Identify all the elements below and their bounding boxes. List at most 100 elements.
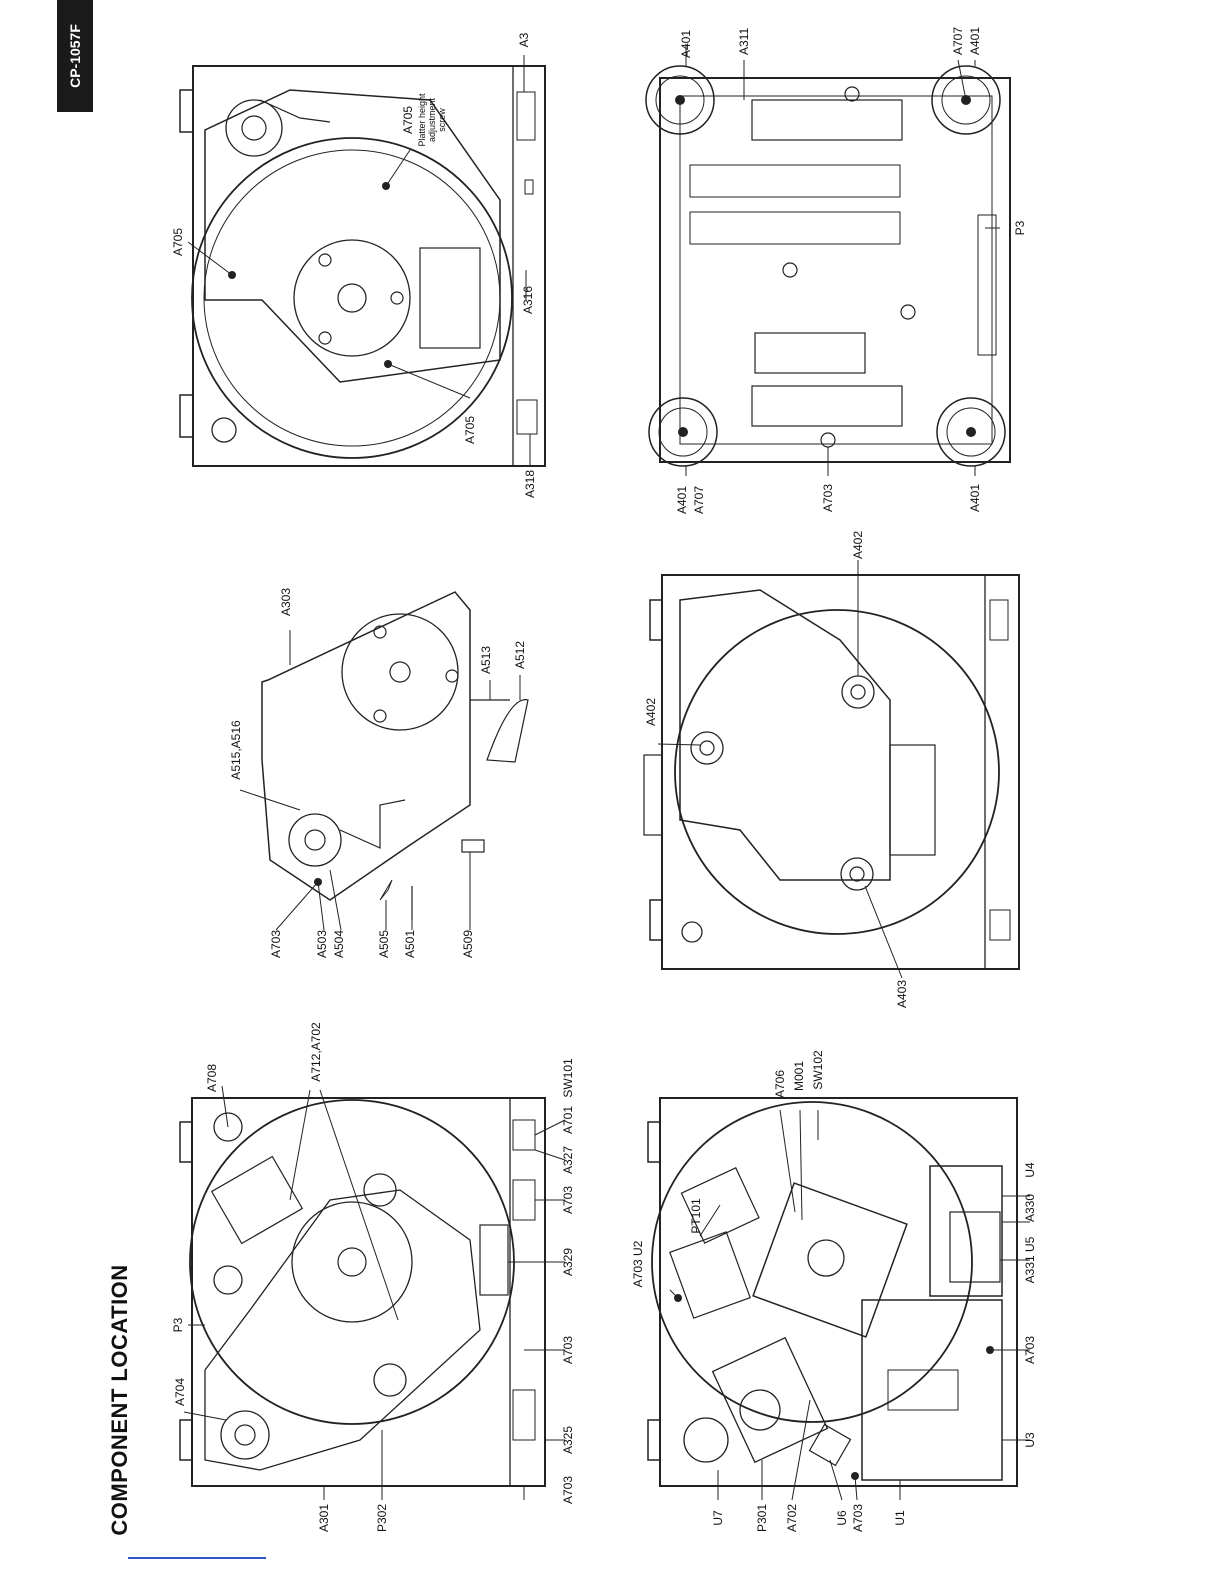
label: A316 — [521, 286, 535, 314]
cabinet-outline — [191, 1097, 546, 1487]
label: A318 — [523, 470, 537, 498]
label: PT101 — [689, 1198, 703, 1234]
switch — [989, 909, 1011, 941]
leader — [275, 881, 319, 931]
switch-a327 — [512, 1179, 536, 1221]
label: A707 — [692, 486, 706, 514]
leader — [319, 1089, 399, 1321]
base-screw — [900, 304, 916, 320]
cabinet-outline — [659, 1097, 1018, 1487]
platter-inner — [203, 149, 501, 447]
leader — [317, 881, 325, 931]
hub-ring — [291, 1201, 413, 1323]
leader — [957, 59, 967, 101]
label: A702 — [785, 1504, 799, 1532]
spindle-hub — [293, 239, 411, 357]
label: SW102 — [811, 1050, 825, 1090]
panel-slot — [751, 99, 903, 141]
tonearm-base — [288, 813, 342, 867]
hub-screw — [390, 291, 404, 305]
view-turntable-top: A705 A705 A705 A3 A316 A318 Platter heig… — [171, 32, 546, 498]
label: U7 — [711, 1510, 725, 1526]
tonearm-pivot — [241, 115, 267, 141]
label: A325 — [561, 1426, 575, 1454]
label: P3 — [171, 1317, 185, 1332]
label: A703 — [561, 1336, 575, 1364]
label: U1 — [893, 1510, 907, 1526]
label: A512 — [513, 641, 527, 669]
label: A331 U5 — [1023, 1236, 1037, 1283]
leader — [239, 789, 301, 811]
hinge-top — [647, 1121, 661, 1163]
leader — [534, 1119, 566, 1136]
leader — [221, 1085, 229, 1128]
foot-outer — [648, 397, 718, 467]
label: U4 — [1023, 1162, 1037, 1178]
label: A703 — [561, 1476, 575, 1504]
label: A330 — [1023, 1194, 1037, 1222]
leader — [799, 1109, 803, 1221]
motor-spindle — [807, 1239, 845, 1277]
lever-a512 — [486, 699, 529, 763]
control-strip — [509, 1097, 546, 1487]
label: U6 — [835, 1510, 849, 1526]
pcb-module — [887, 1369, 959, 1411]
spindle — [337, 283, 367, 313]
board-u2 — [669, 1231, 751, 1319]
cabinet-outline — [192, 65, 546, 467]
label: A311 — [737, 28, 751, 55]
leader — [385, 149, 411, 187]
leader — [387, 363, 471, 399]
damper-a403-core — [849, 866, 865, 882]
leader — [183, 1411, 227, 1421]
label: A301 — [317, 1504, 331, 1532]
label: A402 — [644, 698, 658, 726]
platter-well — [189, 1099, 515, 1425]
leader — [829, 1459, 843, 1501]
foot-outer — [936, 397, 1006, 467]
chassis-plate — [204, 89, 501, 383]
base-screw — [782, 262, 798, 278]
label: P3 — [1013, 220, 1027, 235]
tonearm — [259, 99, 331, 123]
label: A401 — [679, 30, 693, 58]
pcb-u1 — [861, 1299, 1003, 1481]
bracket-u4 — [929, 1165, 1003, 1297]
vent-slot — [689, 164, 901, 198]
view-platter-underside: A402 A402 A403 — [643, 531, 1020, 1008]
switch — [989, 599, 1009, 641]
mechanism-p301 — [711, 1336, 829, 1464]
foot-ring — [655, 75, 705, 125]
damper-a402 — [841, 675, 875, 709]
label: A3 — [517, 32, 531, 47]
chassis-plate — [679, 589, 891, 881]
leader — [669, 1289, 679, 1299]
switch-a325 — [512, 1389, 536, 1441]
control-strip — [984, 574, 1020, 970]
mount-screw — [373, 709, 387, 723]
motor-block — [889, 744, 936, 856]
note-line: Platter height — [417, 93, 427, 147]
label: A503 — [315, 930, 329, 958]
label: A401 — [675, 486, 689, 514]
mount-screw — [373, 625, 387, 639]
leader — [657, 743, 701, 746]
speed-knob — [211, 417, 237, 443]
switch-u6 — [808, 1423, 852, 1467]
label: A515,A516 — [229, 720, 243, 780]
note-line: screw — [437, 108, 447, 132]
switch-sw101 — [512, 1119, 536, 1151]
label: A327 — [561, 1146, 575, 1174]
washer-a505 — [379, 879, 393, 901]
leader — [854, 1475, 858, 1501]
view-cabinet-interior: A708 A712,A702 A704 P3 A301 P302 A703 A3… — [171, 1022, 575, 1532]
hub-center — [337, 1247, 367, 1277]
mount-screw — [445, 669, 459, 683]
hinge-bottom — [179, 1419, 193, 1461]
subchassis-hub — [389, 661, 411, 683]
leader — [699, 1204, 721, 1237]
tonearm-well — [220, 1410, 270, 1460]
foot-screw — [675, 95, 685, 105]
label: A329 — [561, 1248, 575, 1276]
